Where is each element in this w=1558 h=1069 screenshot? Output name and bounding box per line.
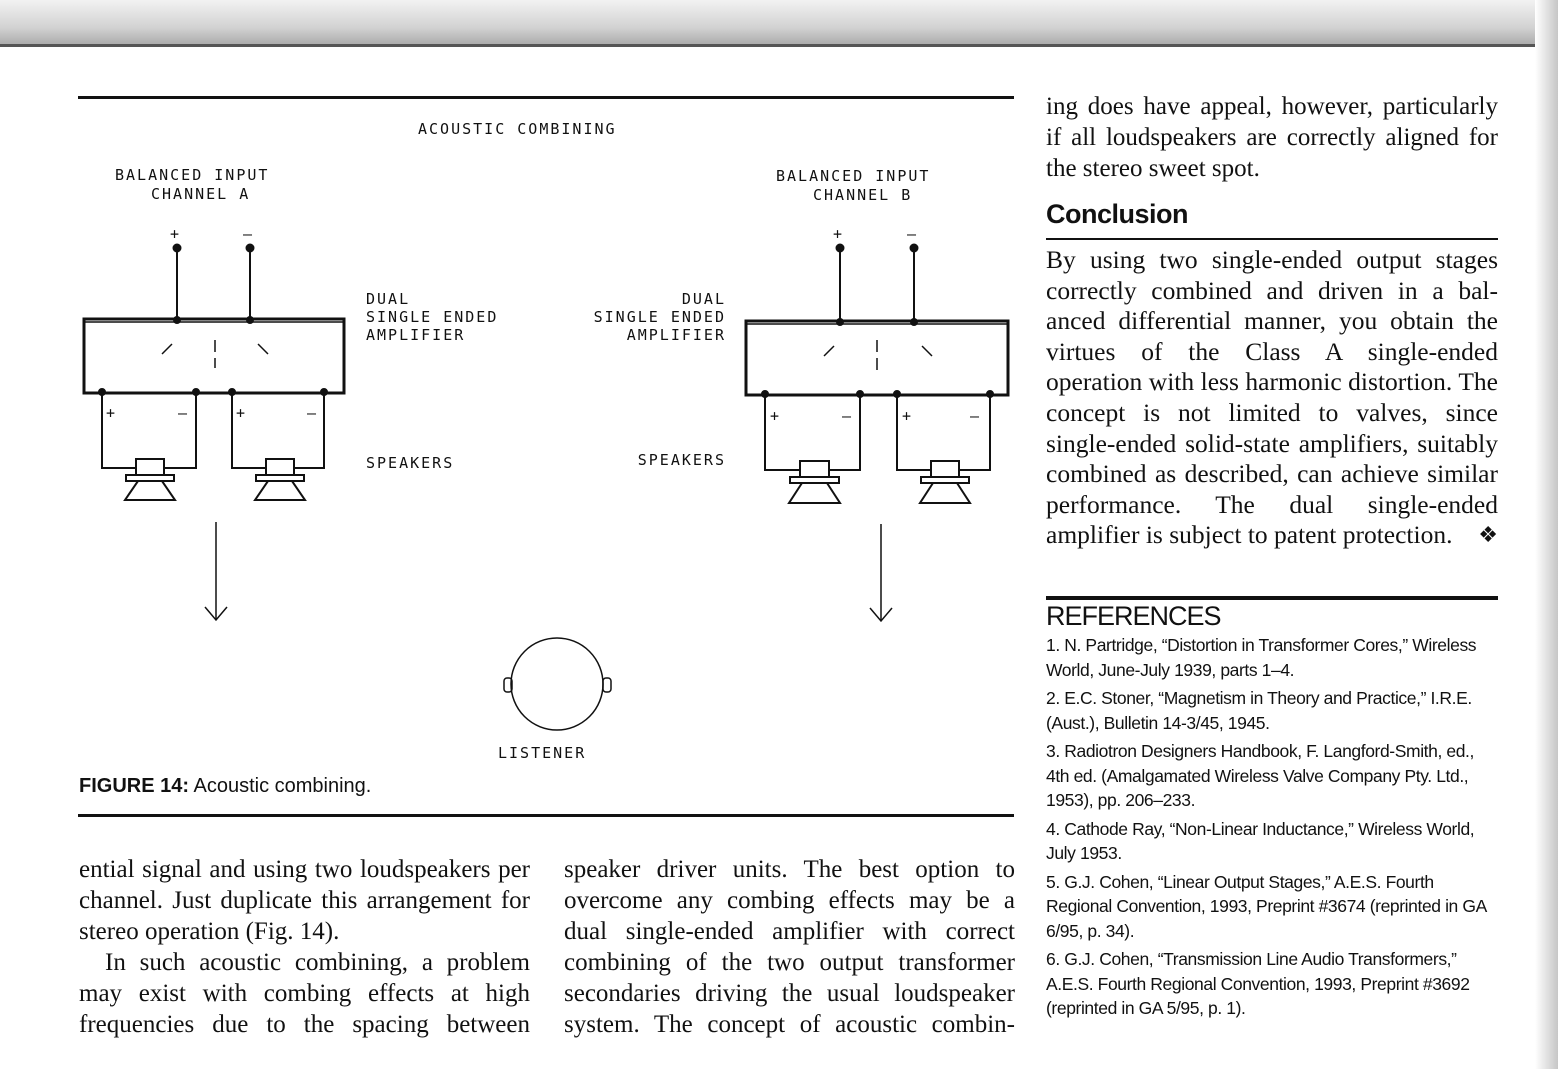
channel-a-input-terminals xyxy=(172,243,255,320)
body-column-left: ential signal and using two loudspeakers… xyxy=(79,854,530,1040)
figure-caption-label: FIGURE 14: xyxy=(79,775,190,797)
page-right-edge xyxy=(1535,0,1558,1069)
figure-title: ACOUSTIC COMBINING xyxy=(418,120,617,138)
channel-a-speaker-1-plus: + xyxy=(106,404,117,422)
paragraph: ing does have appeal, however, particula… xyxy=(1046,93,1498,182)
figure-bottom-rule xyxy=(78,814,1014,817)
channel-b-plus-terminal-label: + xyxy=(833,225,844,243)
channel-a-sound-arrow xyxy=(204,522,228,622)
speakers-left-label: SPEAKERS xyxy=(366,454,454,472)
body-column-middle: speaker driver units. The best option to… xyxy=(564,854,1015,1040)
end-mark-icon: ❖ xyxy=(1478,522,1498,548)
amp-right-line1: DUAL xyxy=(682,290,726,308)
reference-item: 1. N. Partridge, “Distortion in Transfor… xyxy=(1046,635,1477,680)
channel-b-sound-arrow xyxy=(869,524,893,623)
references-heading: REFERENCES xyxy=(1046,601,1222,631)
channel-a-speaker-2-minus: – xyxy=(307,404,318,422)
channel-b-speaker-2-minus: – xyxy=(970,407,981,425)
paragraph: ential signal and using two loudspeakers… xyxy=(79,856,530,945)
channel-b-minus-terminal-label: – xyxy=(907,225,918,243)
speakers-right-label: SPEAKERS xyxy=(638,451,726,469)
amp-right-line3: AMPLIFIER xyxy=(627,326,726,344)
channel-a-speaker-1-minus: – xyxy=(178,404,189,422)
channel-b-label-line2: CHANNEL B xyxy=(813,186,912,204)
channel-a-speaker-2-plus: + xyxy=(236,404,247,422)
channel-a-minus-terminal-label: – xyxy=(243,225,254,243)
channel-b-input-terminals xyxy=(835,243,919,322)
reference-item: 2. E.C. Stoner, “Magnetism in Theory and… xyxy=(1046,688,1472,733)
references-rule xyxy=(1046,596,1498,600)
channel-b-speaker-1-plus: + xyxy=(770,407,781,425)
reference-item: 3. Radiotron Designers Handbook, F. Lang… xyxy=(1046,741,1474,810)
channel-a-label-line1: BALANCED INPUT xyxy=(115,166,269,184)
listener-label: LISTENER xyxy=(498,744,586,762)
conclusion-text: By using two single-ended output stages … xyxy=(1046,245,1498,550)
references-list: 1. N. Partridge, “Distortion in Transfor… xyxy=(1046,633,1500,1025)
listener-head-icon xyxy=(503,637,612,731)
amp-left-line3: AMPLIFIER xyxy=(366,326,465,344)
amp-left-line1: DUAL xyxy=(366,290,410,308)
channel-a-amplifier-box xyxy=(82,316,346,395)
channel-b-label-line1: BALANCED INPUT xyxy=(776,167,930,185)
figure-top-rule xyxy=(78,96,1014,99)
channel-b-speakers xyxy=(761,390,994,504)
amp-right-line2: SINGLE ENDED xyxy=(594,308,726,326)
body-column-right-intro: ing does have appeal, however, particula… xyxy=(1046,91,1498,184)
reference-item: 4. Cathode Ray, “Non-Linear Inductance,”… xyxy=(1046,818,1475,864)
paragraph: In such acoustic combining, a problem ma… xyxy=(79,949,530,1038)
paragraph: speaker driver units. The best option to… xyxy=(564,856,1015,1038)
channel-a-plus-terminal-label: + xyxy=(170,225,181,243)
amp-left-line2: SINGLE ENDED xyxy=(366,308,498,326)
channel-a-label-line2: CHANNEL A xyxy=(151,185,250,203)
body-column-right-conclusion: By using two single-ended output stages … xyxy=(1046,245,1498,551)
channel-b-amplifier-box xyxy=(744,318,1010,397)
figure-14-diagram: ACOUSTIC COMBINING BALANCED INPUT CHANNE… xyxy=(82,120,1010,762)
reference-item: 5. G.J. Cohen, “Linear Output Stages,” A… xyxy=(1046,871,1486,941)
channel-b-speaker-1-minus: – xyxy=(842,407,853,425)
reference-item: 6. G.J. Cohen, “Transmission Line Audio … xyxy=(1046,949,1470,1018)
paragraph: By using two single-ended output stages … xyxy=(1046,245,1498,551)
conclusion-rule xyxy=(1046,238,1498,240)
channel-b-speaker-2-plus: + xyxy=(902,407,913,425)
page-top-line xyxy=(0,44,1558,47)
page-top-edge xyxy=(0,0,1558,46)
channel-a-speakers xyxy=(98,388,328,501)
figure-caption: FIGURE 14: Acoustic combining. xyxy=(79,775,371,798)
figure-caption-text: Acoustic combining. xyxy=(193,775,372,797)
section-heading-conclusion: Conclusion xyxy=(1046,199,1189,229)
